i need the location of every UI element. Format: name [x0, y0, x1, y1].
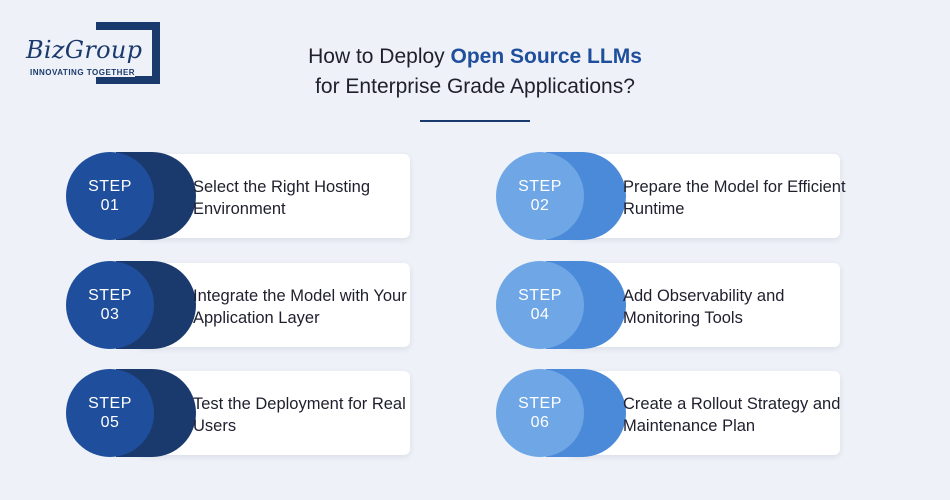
step-card-06: STEP 06 Create a Rollout Strategy and Ma…	[496, 369, 856, 459]
step-card-01: STEP 01 Select the Right Hosting Environ…	[66, 152, 426, 242]
step-badge: STEP 04	[496, 261, 584, 349]
step-label: Add Observability and Monitoring Tools	[623, 287, 785, 327]
title-line-2: for Enterprise Grade Applications?	[315, 75, 635, 98]
step-card-03: STEP 03 Integrate the Model with Your Ap…	[66, 261, 426, 351]
step-label: Test the Deployment for Real Users	[193, 395, 406, 435]
step-label: Prepare the Model for Efficient Runtime	[623, 178, 846, 218]
step-badge: STEP 06	[496, 369, 584, 457]
step-badge: STEP 02	[496, 152, 584, 240]
logo-tagline: INNOVATING TOGETHER	[30, 68, 136, 77]
step-word: STEP	[88, 178, 132, 195]
title-underline	[420, 120, 530, 122]
step-label: Select the Right Hosting Environment	[193, 178, 371, 218]
step-label: Create a Rollout Strategy and Maintenanc…	[623, 395, 841, 435]
step-word: STEP	[88, 287, 132, 304]
step-card-05: STEP 05 Test the Deployment for Real Use…	[66, 369, 426, 459]
step-word: STEP	[88, 395, 132, 412]
step-word: STEP	[518, 178, 562, 195]
step-badge: STEP 05	[66, 369, 154, 457]
page-title: How to Deploy Open Source LLMs for Enter…	[0, 42, 950, 102]
title-highlight: Open Source LLMs	[450, 45, 642, 68]
step-word: STEP	[518, 395, 562, 412]
step-number: 03	[100, 306, 120, 323]
step-label: Integrate the Model with Your Applicatio…	[193, 287, 407, 327]
step-card-02: STEP 02 Prepare the Model for Efficient …	[496, 152, 856, 242]
step-card-04: STEP 04 Add Observability and Monitoring…	[496, 261, 856, 351]
bizgroup-logo: BizGroup INNOVATING TOGETHER	[22, 22, 162, 86]
logo-frame-shape	[96, 22, 160, 84]
logo-brand-name: BizGroup	[26, 36, 145, 64]
step-badge: STEP 03	[66, 261, 154, 349]
step-number: 01	[100, 197, 120, 214]
step-number: 06	[530, 414, 550, 431]
step-word: STEP	[518, 287, 562, 304]
title-prefix: How to Deploy	[308, 45, 451, 68]
step-badge: STEP 01	[66, 152, 154, 240]
step-number: 05	[100, 414, 120, 431]
step-number: 04	[530, 306, 550, 323]
step-number: 02	[530, 197, 550, 214]
